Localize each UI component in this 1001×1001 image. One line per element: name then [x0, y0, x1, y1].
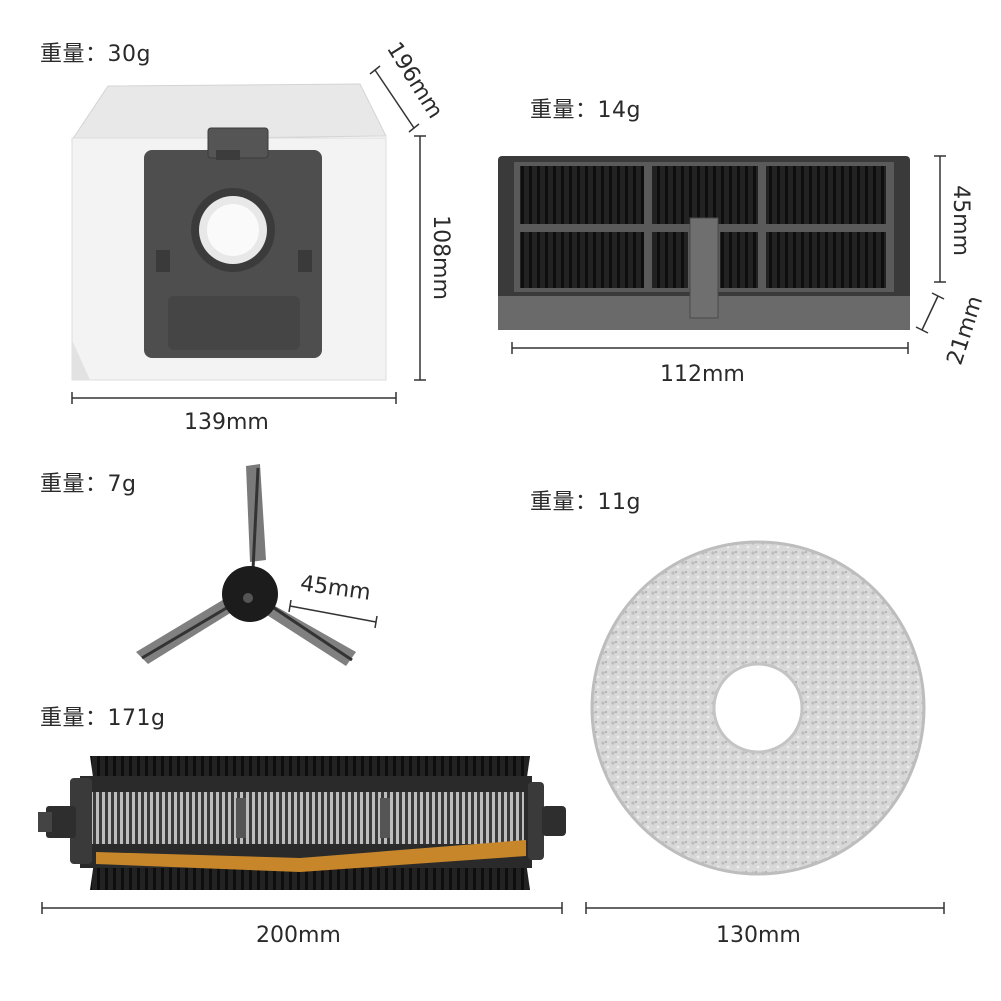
- side-brush: [136, 464, 356, 666]
- filter-width-dimension: 112mm: [660, 362, 745, 387]
- side-brush-weight-label: 重量：7g: [40, 472, 137, 497]
- mop-diameter-dimension: 130mm: [716, 923, 801, 948]
- mop-weight-label: 重量：11g: [530, 490, 641, 515]
- bag-dimension-lines: [71, 65, 426, 404]
- roller-length-dimension: 200mm: [256, 923, 341, 948]
- bag-width-dimension: 139mm: [184, 410, 269, 435]
- bottom-dimension-lines: [41, 902, 945, 914]
- dust-bag: [71, 83, 387, 381]
- bag-weight-label: 重量：30g: [40, 42, 151, 67]
- hepa-filter: [498, 156, 910, 330]
- main-roller-brush: [38, 756, 566, 890]
- filter-weight-label: 重量：14g: [530, 98, 641, 123]
- roller-weight-label: 重量：171g: [40, 706, 166, 731]
- mop-pad: [590, 540, 926, 876]
- brush-dimension-line: [288, 599, 378, 629]
- filter-dimension-lines: [511, 155, 946, 354]
